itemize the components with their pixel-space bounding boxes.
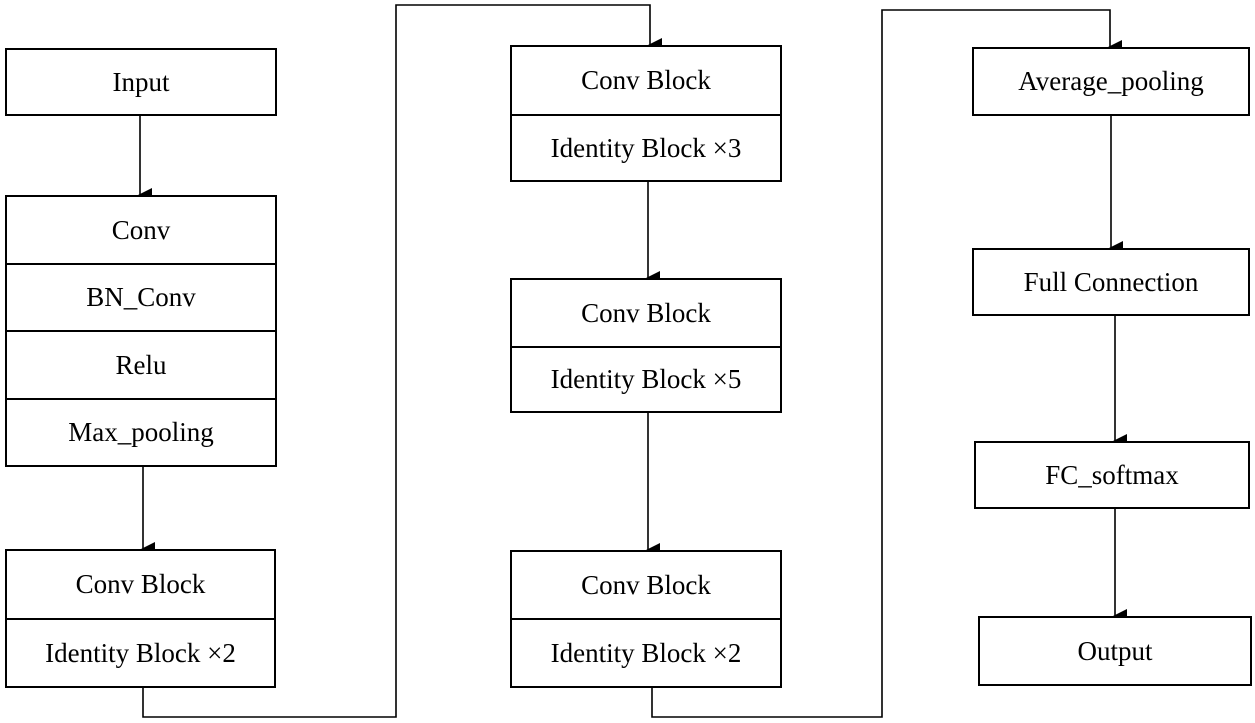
max-pooling-layer: Max_pooling (5, 398, 277, 467)
conv-block-stage4: Conv Block (510, 550, 782, 620)
identity-block-stage4: Identity Block ×2 (510, 618, 782, 688)
bn-conv-layer: BN_Conv (5, 263, 277, 332)
output-box: Output (978, 616, 1252, 686)
full-connection-box: Full Connection (972, 248, 1250, 316)
conv-block-stage3: Conv Block (510, 278, 782, 348)
identity-block-stage1: Identity Block ×2 (5, 618, 276, 688)
identity-block-stage2: Identity Block ×3 (510, 114, 782, 182)
conv-layer: Conv (5, 195, 277, 265)
identity-block-stage3: Identity Block ×5 (510, 346, 782, 413)
relu-layer: Relu (5, 330, 277, 400)
conv-block-stage2: Conv Block (510, 45, 782, 116)
average-pooling-box: Average_pooling (972, 47, 1250, 116)
fc-softmax-box: FC_softmax (974, 441, 1250, 509)
conv-block-stage1: Conv Block (5, 549, 276, 620)
input-box: Input (5, 48, 277, 116)
